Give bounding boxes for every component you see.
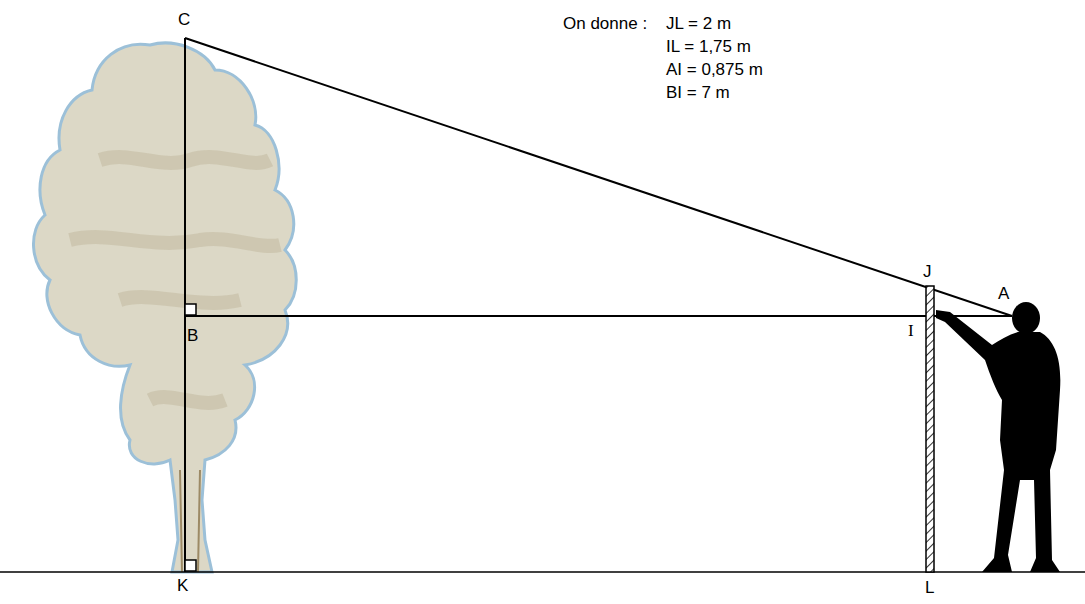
given-heading: On donne :	[563, 14, 647, 34]
person-head	[1012, 302, 1040, 334]
tree-trunk	[180, 470, 200, 572]
point-label: L	[925, 578, 934, 598]
sight-line-top	[185, 38, 1012, 316]
right-angle-mark	[185, 304, 196, 315]
person-body	[936, 310, 1060, 572]
given-value: BI = 7 m	[666, 83, 730, 103]
given-value: IL = 1,75 m	[666, 37, 751, 57]
point-label: C	[178, 10, 190, 30]
point-label: K	[177, 576, 188, 596]
ground-line	[0, 571, 1085, 573]
tree	[34, 43, 297, 572]
given-value: AI = 0,875 m	[666, 60, 763, 80]
point-label: A	[998, 284, 1009, 304]
geometry	[185, 38, 1012, 572]
given-value: JL = 2 m	[666, 14, 731, 34]
measuring-stick	[926, 286, 934, 572]
point-label: B	[187, 326, 198, 346]
tree-foliage	[34, 43, 297, 572]
tree-shading	[70, 157, 280, 403]
person-silhouette	[936, 302, 1060, 572]
sight-line-horizontal	[185, 315, 1012, 317]
right-angle-mark	[185, 560, 196, 571]
point-label: J	[923, 262, 932, 282]
point-label: I	[908, 321, 914, 341]
